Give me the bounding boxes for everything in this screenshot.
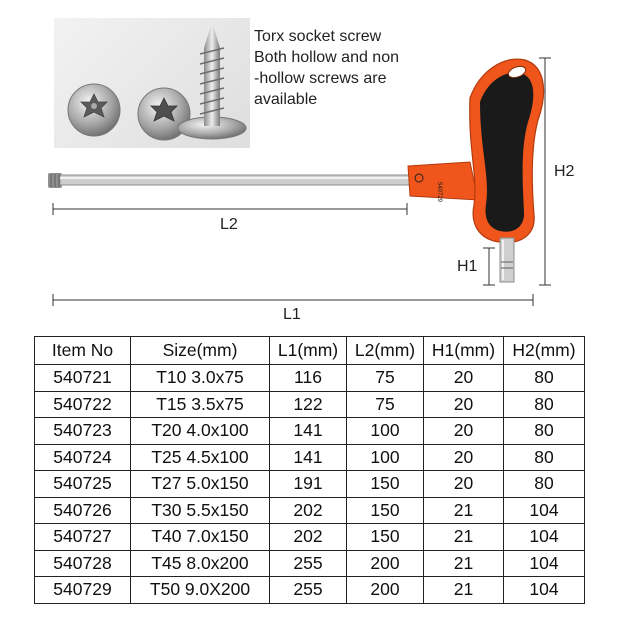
cell-item-no: 540726 (34, 496, 131, 524)
cell-l1: 122 (269, 390, 347, 418)
cell-l1: 141 (269, 417, 347, 445)
screw-caption: Torx socket screw Both hollow and non -h… (254, 26, 399, 110)
cell-l2: 150 (346, 470, 424, 498)
table-row: 540728 T45 8.0x200 255 200 21 104 (34, 549, 585, 577)
wrench-shaft (59, 174, 413, 186)
table-row: 540726 T30 5.5x150 202 150 21 104 (34, 496, 585, 524)
cell-h2: 104 (503, 576, 585, 604)
caption-line: -hollow screws are (254, 70, 387, 87)
caption-line: available (254, 91, 318, 108)
table-row: 540721 T10 3.0x75 116 75 20 80 (34, 364, 585, 392)
cell-size: T20 4.0x100 (130, 417, 270, 445)
cell-h2: 80 (503, 390, 585, 418)
cell-item-no: 540721 (34, 364, 131, 392)
cell-h1: 20 (423, 417, 504, 445)
cell-l1: 141 (269, 443, 347, 471)
cell-size: T50 9.0X200 (130, 576, 270, 604)
cell-l2: 100 (346, 443, 424, 471)
cell-l1: 202 (269, 496, 347, 524)
cell-l1: 116 (269, 364, 347, 392)
product-figure: Torx socket screw Both hollow and non -h… (48, 18, 575, 323)
cell-item-no: 540727 (34, 523, 131, 551)
dim-l2-line (52, 203, 408, 215)
cell-l2: 100 (346, 417, 424, 445)
cell-l2: 150 (346, 496, 424, 524)
cell-size: T15 3.5x75 (130, 390, 270, 418)
wrench-handle: 540729 (407, 58, 545, 244)
dim-h2-label: H2 (554, 163, 575, 180)
cell-h2: 80 (503, 364, 585, 392)
wrench-diagram: 540729 (48, 57, 551, 306)
cell-item-no: 540723 (34, 417, 131, 445)
table-row: 540724 T25 4.5x100 141 100 20 80 (34, 443, 585, 471)
spec-table: Item No Size(mm) L1(mm) L2(mm) H1(mm) H2… (34, 336, 585, 604)
handle-marking: 540729 (436, 182, 442, 203)
cell-h1: 21 (423, 496, 504, 524)
header-h1: H1(mm) (423, 336, 504, 365)
cell-l1: 255 (269, 549, 347, 577)
cell-l2: 75 (346, 364, 424, 392)
cell-item-no: 540724 (34, 443, 131, 471)
header-l1: L1(mm) (269, 336, 347, 365)
cell-h2: 80 (503, 443, 585, 471)
dim-h1-label: H1 (457, 258, 478, 275)
cell-h2: 104 (503, 549, 585, 577)
dim-h2-line (539, 57, 551, 286)
cell-h1: 20 (423, 443, 504, 471)
cell-size: T30 5.5x150 (130, 496, 270, 524)
table-row: 540725 T27 5.0x150 191 150 20 80 (34, 470, 585, 498)
dim-h1-line (483, 247, 495, 286)
cell-h2: 104 (503, 523, 585, 551)
screw-photo (54, 18, 250, 148)
header-size: Size(mm) (130, 336, 270, 365)
cell-h1: 21 (423, 576, 504, 604)
cell-item-no: 540728 (34, 549, 131, 577)
dim-l1-line (52, 294, 534, 306)
cell-size: T10 3.0x75 (130, 364, 270, 392)
cell-h2: 80 (503, 417, 585, 445)
cell-l2: 200 (346, 576, 424, 604)
cell-h2: 80 (503, 470, 585, 498)
cell-h2: 104 (503, 496, 585, 524)
table-row: 540727 T40 7.0x150 202 150 21 104 (34, 523, 585, 551)
table-header-row: Item No Size(mm) L1(mm) L2(mm) H1(mm) H2… (34, 336, 585, 365)
cell-h1: 20 (423, 390, 504, 418)
cell-size: T45 8.0x200 (130, 549, 270, 577)
table-row: 540723 T20 4.0x100 141 100 20 80 (34, 417, 585, 445)
cell-item-no: 540722 (34, 390, 131, 418)
cell-size: T40 7.0x150 (130, 523, 270, 551)
cell-l2: 200 (346, 549, 424, 577)
cell-l1: 255 (269, 576, 347, 604)
header-item-no: Item No (34, 336, 131, 365)
cell-size: T27 5.0x150 (130, 470, 270, 498)
cell-h1: 20 (423, 470, 504, 498)
dim-l1-label: L1 (283, 306, 301, 323)
dim-l2-label: L2 (220, 216, 238, 233)
screw-illustration (67, 22, 247, 141)
table-row: 540722 T15 3.5x75 122 75 20 80 (34, 390, 585, 418)
table-row: 540729 T50 9.0X200 255 200 21 104 (34, 576, 585, 604)
header-h2: H2(mm) (503, 336, 585, 365)
cell-item-no: 540729 (34, 576, 131, 604)
cell-l1: 191 (269, 470, 347, 498)
cell-size: T25 4.5x100 (130, 443, 270, 471)
cell-h1: 21 (423, 523, 504, 551)
cell-h1: 20 (423, 364, 504, 392)
cell-l2: 150 (346, 523, 424, 551)
cell-h1: 21 (423, 549, 504, 577)
caption-line: Both hollow and non (254, 49, 399, 66)
header-l2: L2(mm) (346, 336, 424, 365)
cell-l2: 75 (346, 390, 424, 418)
caption-line: Torx socket screw (254, 28, 382, 45)
cell-l1: 202 (269, 523, 347, 551)
cell-item-no: 540725 (34, 470, 131, 498)
